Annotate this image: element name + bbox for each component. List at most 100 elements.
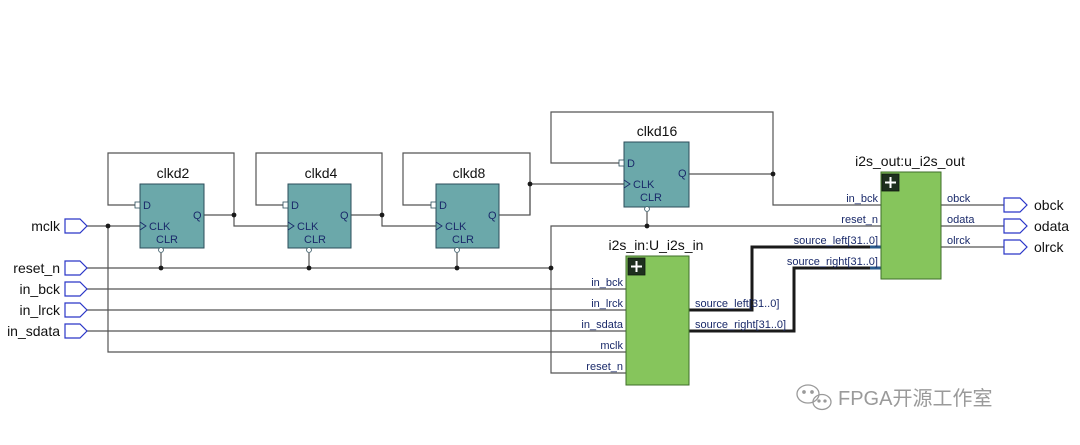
wire-reset-bus xyxy=(550,268,626,374)
port-label: in_bck xyxy=(20,281,61,297)
input-port-reset-n[interactable]: reset_n xyxy=(13,260,88,276)
input-port-icon xyxy=(64,260,88,276)
input-ports: mclk reset_n in_bck in_lrck in_sdata xyxy=(7,218,88,339)
module-input-label: mclk xyxy=(600,340,623,352)
module-output-label: source_left[31..0] xyxy=(695,298,779,310)
bus-source-right xyxy=(689,266,881,333)
pin-q-label: Q xyxy=(678,168,687,180)
module-output-label: source_right[31..0] xyxy=(695,319,786,331)
output-port-icon xyxy=(1003,197,1028,213)
d-pin-marker xyxy=(430,201,437,209)
input-port-in-lrck[interactable]: in_lrck xyxy=(20,302,88,318)
flipflop-title: clkd2 xyxy=(157,165,190,181)
junction-dot xyxy=(548,265,554,271)
pin-d-label: D xyxy=(291,200,299,212)
junction-dot xyxy=(231,212,237,218)
module-i2s-in[interactable]: i2s_in:U_i2s_in in_bck in_lrck in_sdata … xyxy=(581,237,786,386)
module-input-label: source_left[31..0] xyxy=(794,235,878,247)
flipflop-clkd8[interactable]: clkd8 D CLK CLR Q xyxy=(430,165,500,253)
input-port-icon xyxy=(64,218,88,234)
output-port-obck[interactable]: obck xyxy=(1003,197,1065,213)
clk-triangle-icon xyxy=(287,221,295,231)
wire-clkd16-q-out xyxy=(772,174,881,206)
module-body xyxy=(625,255,690,386)
module-input-label: in_bck xyxy=(591,277,623,289)
port-label: reset_n xyxy=(13,260,60,276)
watermark: FPGA开源工作室 xyxy=(796,384,992,411)
wire-clkd4-q xyxy=(255,152,383,216)
input-port-in-bck[interactable]: in_bck xyxy=(20,281,88,297)
clk-triangle-icon xyxy=(435,221,443,231)
flipflop-title: clkd16 xyxy=(637,123,678,139)
module-output-label: odata xyxy=(947,214,975,226)
pin-clk-label: CLK xyxy=(445,221,467,233)
flipflop-clkd16[interactable]: clkd16 D CLK CLR Q xyxy=(618,123,690,212)
wire-clkd2-q-clk xyxy=(233,215,288,227)
port-label: obck xyxy=(1034,197,1065,213)
pin-clr-label: CLR xyxy=(156,234,178,246)
output-port-icon xyxy=(1003,218,1028,234)
wire-clkd2-q xyxy=(107,152,235,216)
module-output-label: olrck xyxy=(947,235,971,247)
input-port-icon xyxy=(64,302,88,318)
input-port-icon xyxy=(64,281,88,297)
d-pin-marker xyxy=(134,201,141,209)
pin-clr-label: CLR xyxy=(452,234,474,246)
junction-dot xyxy=(306,265,312,271)
pin-d-label: D xyxy=(143,200,151,212)
clr-bubble xyxy=(158,247,164,253)
pin-q-label: Q xyxy=(488,210,497,222)
module-input-label: in_lrck xyxy=(591,298,623,310)
pin-q-label: Q xyxy=(340,210,349,222)
flipflop-clkd4[interactable]: clkd4 D CLK CLR Q xyxy=(282,165,352,253)
wechat-icon xyxy=(796,384,832,411)
flipflop-body xyxy=(287,183,352,249)
module-title: i2s_in:U_i2s_in xyxy=(609,237,704,253)
flipflop-title: clkd4 xyxy=(305,165,338,181)
output-port-olrck[interactable]: olrck xyxy=(1003,239,1065,255)
junction-dot xyxy=(454,265,460,271)
module-input-label: in_bck xyxy=(846,193,878,205)
expand-plus-icon[interactable] xyxy=(627,257,646,276)
clr-bubble xyxy=(454,247,460,253)
pin-clk-label: CLK xyxy=(149,221,171,233)
expand-plus-icon[interactable] xyxy=(881,173,900,192)
wire-clkd8-q xyxy=(402,152,531,216)
flipflop-body xyxy=(435,183,500,249)
port-label: odata xyxy=(1034,218,1069,234)
module-input-label: source_right[31..0] xyxy=(787,256,878,268)
pin-d-label: D xyxy=(627,158,635,170)
port-label: in_sdata xyxy=(7,323,60,339)
module-input-label: reset_n xyxy=(586,361,623,373)
flipflop-body xyxy=(623,141,690,208)
module-i2s-out[interactable]: i2s_out:u_i2s_out in_bck reset_n source_… xyxy=(787,153,976,280)
pin-q-label: Q xyxy=(193,210,202,222)
flipflop-clkd2[interactable]: clkd2 D CLK CLR Q xyxy=(134,165,205,253)
junction-dot xyxy=(379,212,385,218)
output-port-odata[interactable]: odata xyxy=(1003,218,1069,234)
junction-dot xyxy=(105,223,111,229)
flipflop-title: clkd8 xyxy=(453,165,486,181)
pin-d-label: D xyxy=(439,200,447,212)
clk-triangle-icon xyxy=(623,179,631,189)
module-title: i2s_out:u_i2s_out xyxy=(855,153,965,169)
junction-dot xyxy=(644,223,650,229)
junctions xyxy=(105,171,776,271)
watermark-text: FPGA开源工作室 xyxy=(838,387,992,410)
pin-clk-label: CLK xyxy=(633,179,655,191)
port-label: in_lrck xyxy=(20,302,61,318)
wire-clkd16-q xyxy=(550,111,774,175)
input-port-mclk[interactable]: mclk xyxy=(31,218,88,234)
wire-reset-up xyxy=(550,225,881,268)
output-ports: obck odata olrck xyxy=(1003,197,1069,255)
junction-dot xyxy=(770,171,776,177)
bus-source-left xyxy=(689,245,881,312)
clr-bubble xyxy=(644,206,650,212)
module-input-label: reset_n xyxy=(841,214,878,226)
clr-bubble xyxy=(306,247,312,253)
output-port-icon xyxy=(1003,239,1028,255)
port-label: mclk xyxy=(31,218,61,234)
input-port-in-sdata[interactable]: in_sdata xyxy=(7,323,88,339)
wires xyxy=(87,111,1004,374)
